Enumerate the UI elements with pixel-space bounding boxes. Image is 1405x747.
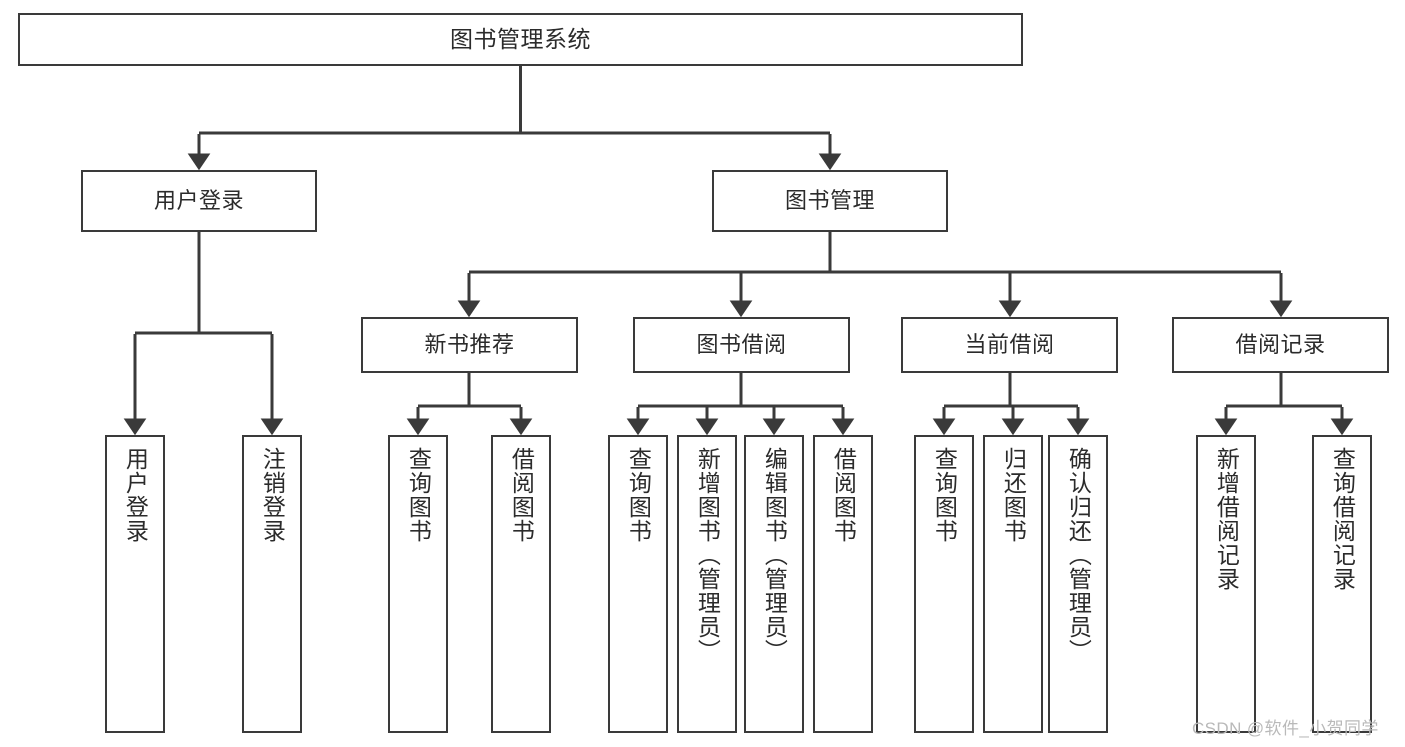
node-label: 新书推荐: [424, 332, 515, 358]
leaf-add-book-admin[interactable]: 新增图书（管理员）: [677, 435, 737, 733]
node-label: 用户登录: [153, 188, 244, 214]
node-label: 查询借阅记录: [1329, 447, 1356, 591]
node-label: 图书借阅: [696, 332, 787, 358]
node-label: 当前借阅: [964, 332, 1055, 358]
node-label: 查询图书: [405, 447, 432, 543]
node-label: 图书管理: [784, 188, 875, 214]
node-root-book-management-system[interactable]: 图书管理系统: [18, 13, 1023, 66]
node-label: 查询图书: [931, 447, 958, 543]
node-label: 确认归还（管理员）: [1065, 447, 1092, 663]
leaf-query-book-current[interactable]: 查询图书: [914, 435, 974, 733]
node-book-borrowing[interactable]: 图书借阅: [633, 317, 850, 373]
node-label: 归还图书: [1000, 447, 1027, 543]
node-current-borrowing[interactable]: 当前借阅: [901, 317, 1118, 373]
node-label: 查询图书: [625, 447, 652, 543]
leaf-logout[interactable]: 注销登录: [242, 435, 302, 733]
node-label: 借阅图书: [830, 447, 857, 543]
node-label: 图书管理系统: [450, 25, 591, 52]
node-borrowing-record[interactable]: 借阅记录: [1172, 317, 1389, 373]
node-label: 借阅图书: [508, 447, 535, 543]
leaf-return-book[interactable]: 归还图书: [983, 435, 1043, 733]
leaf-borrow-book-recommendation[interactable]: 借阅图书: [491, 435, 551, 733]
leaf-confirm-return-admin[interactable]: 确认归还（管理员）: [1048, 435, 1108, 733]
node-label: 编辑图书（管理员）: [761, 447, 788, 663]
node-book-management[interactable]: 图书管理: [712, 170, 948, 232]
leaf-query-borrow-record[interactable]: 查询借阅记录: [1312, 435, 1372, 733]
leaf-add-borrow-record[interactable]: 新增借阅记录: [1196, 435, 1256, 733]
node-label: 新增图书（管理员）: [694, 447, 721, 663]
leaf-edit-book-admin[interactable]: 编辑图书（管理员）: [744, 435, 804, 733]
leaf-query-book-recommendation[interactable]: 查询图书: [388, 435, 448, 733]
node-label: 用户登录: [122, 447, 149, 543]
leaf-user-login[interactable]: 用户登录: [105, 435, 165, 733]
node-label: 借阅记录: [1235, 332, 1326, 358]
leaf-borrow-book-borrowing[interactable]: 借阅图书: [813, 435, 873, 733]
node-label: 注销登录: [259, 447, 286, 543]
watermark: CSDN @软件_小贺同学: [1192, 719, 1379, 738]
node-user-login[interactable]: 用户登录: [81, 170, 317, 232]
node-label: 新增借阅记录: [1213, 447, 1240, 591]
node-new-book-recommendation[interactable]: 新书推荐: [361, 317, 578, 373]
leaf-query-book-borrowing[interactable]: 查询图书: [608, 435, 668, 733]
